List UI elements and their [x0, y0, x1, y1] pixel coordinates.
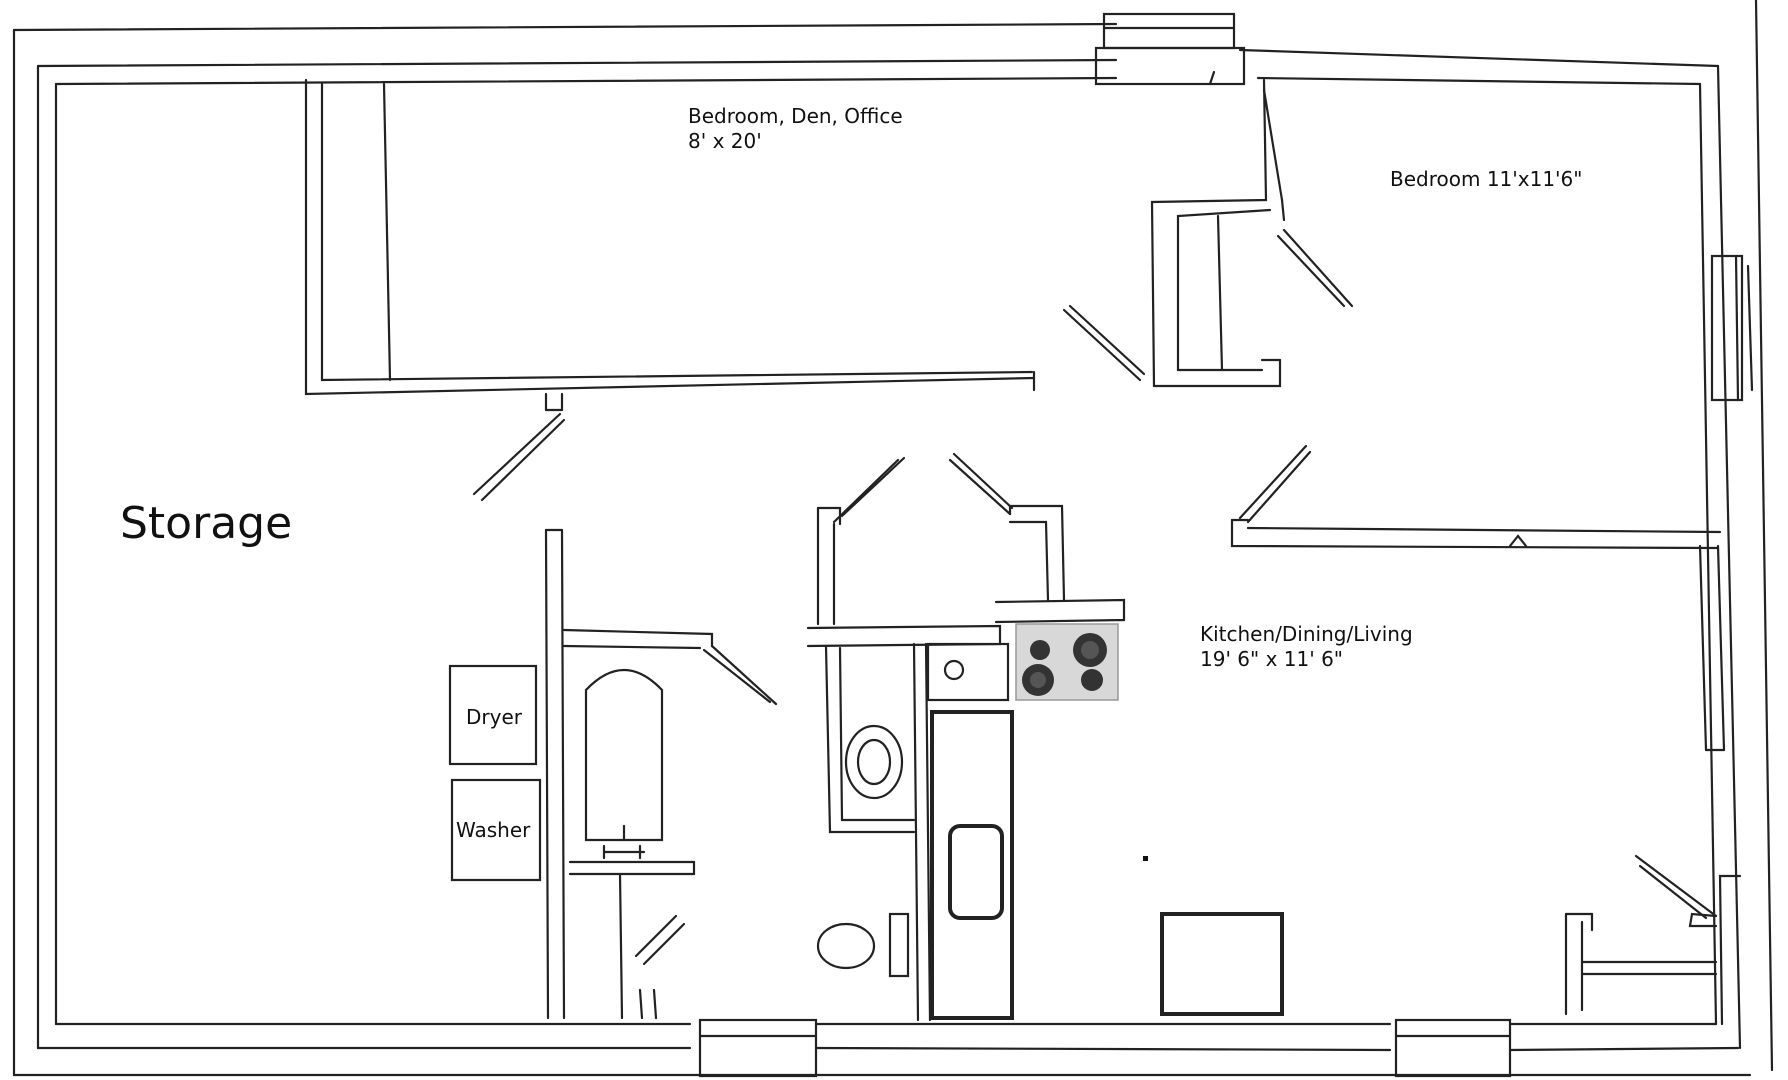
laundry-units	[448, 664, 542, 882]
den-walls	[304, 78, 1146, 502]
closet-walls	[1150, 78, 1354, 388]
den-size: 8' x 20'	[688, 129, 762, 153]
top-window	[1094, 12, 1246, 86]
outer-walls	[12, 0, 1774, 1077]
bedroom-name: Bedroom 11'x11'6"	[1390, 167, 1583, 191]
storage-label: Storage	[120, 496, 292, 551]
right-window	[1710, 254, 1754, 402]
bedroom-wall	[1230, 444, 1726, 752]
kitchen-name: Kitchen/Dining/Living	[1200, 622, 1413, 646]
kitchen-size: 19' 6" x 11' 6"	[1200, 647, 1344, 671]
stove-hood	[994, 598, 1126, 624]
dryer-label: Dryer	[466, 705, 522, 729]
bathroom-walls	[544, 528, 778, 1020]
den-name: Bedroom, Den, Office	[688, 104, 903, 128]
storage-name: Storage	[120, 498, 293, 549]
hall-walls	[806, 452, 1066, 1022]
bottom-windows	[698, 1018, 1512, 1078]
kitchen-counter	[930, 710, 1284, 1020]
stove	[1015, 623, 1119, 701]
marker-dot	[1143, 856, 1148, 861]
bathtub	[584, 668, 664, 860]
den-label: Bedroom, Den, Office 8' x 20'	[688, 104, 903, 154]
kitchen-label: Kitchen/Dining/Living 19' 6" x 11' 6"	[1200, 622, 1413, 672]
entry-closet	[1564, 854, 1742, 1026]
bath2-fixtures	[816, 724, 910, 978]
washer-label: Washer	[456, 818, 531, 842]
bedroom-label: Bedroom 11'x11'6"	[1390, 167, 1582, 192]
